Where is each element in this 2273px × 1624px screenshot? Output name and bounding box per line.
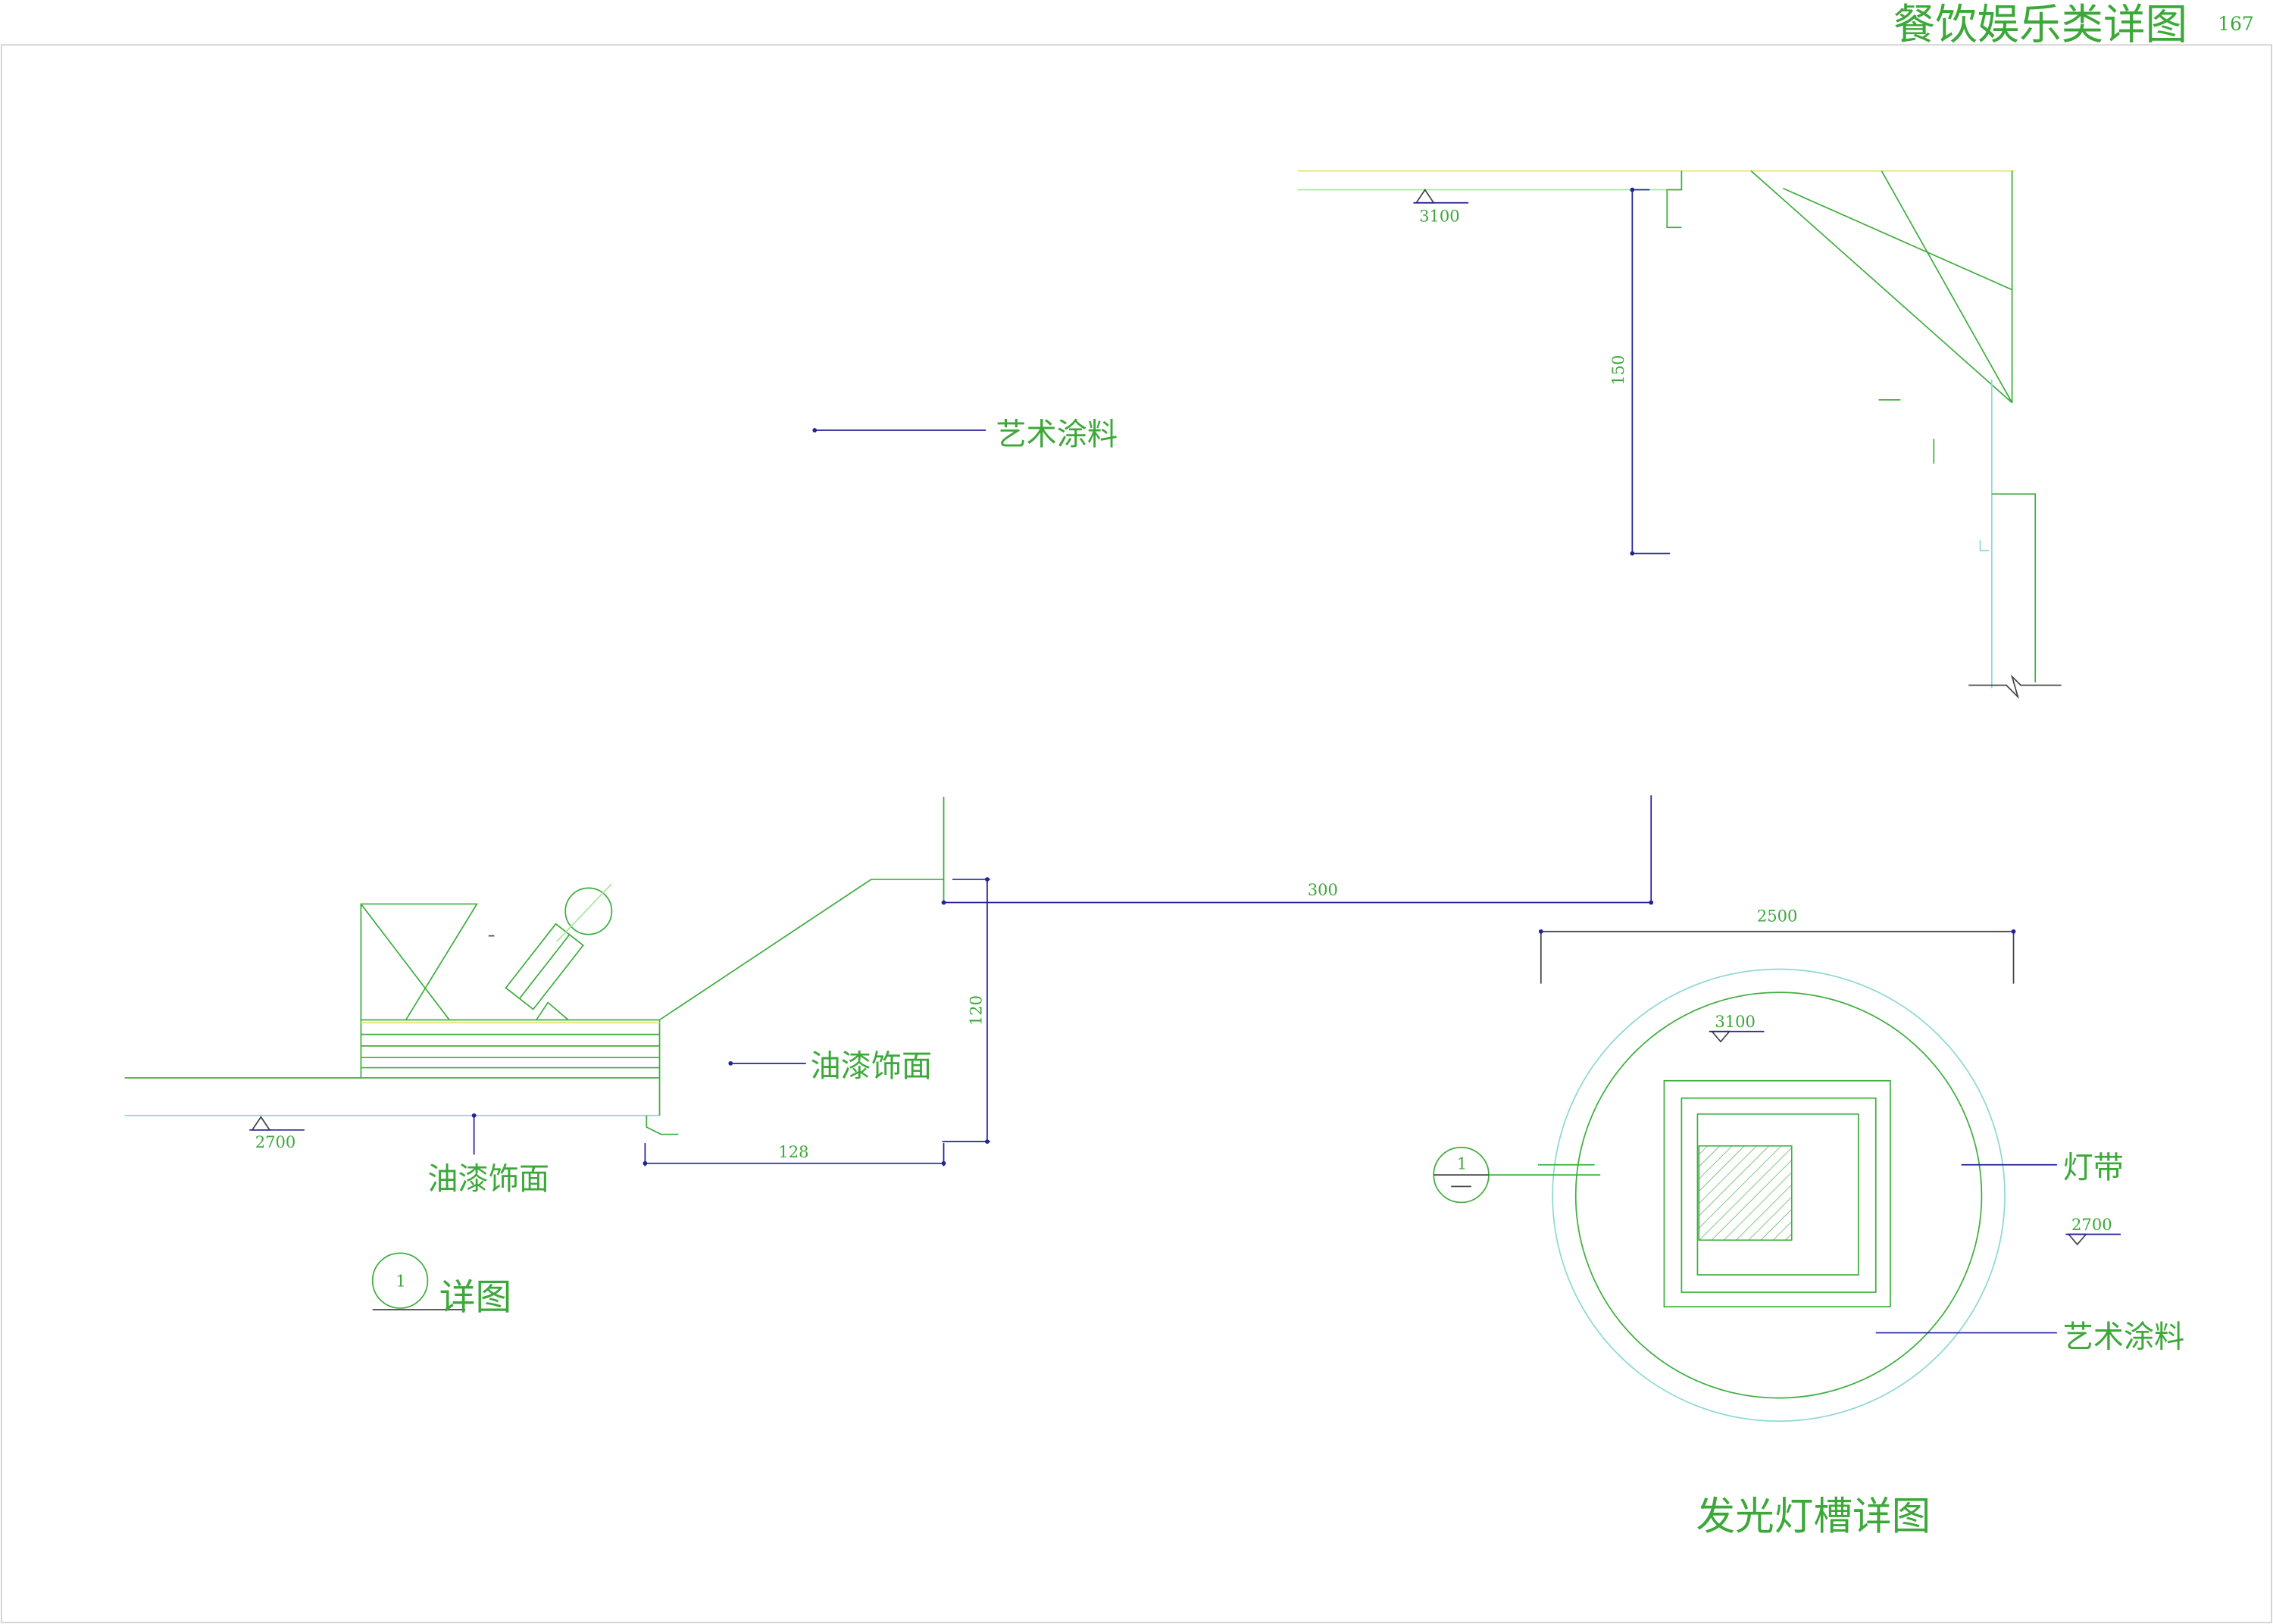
- dimension-128: 128: [643, 1142, 946, 1166]
- sheet-title: 餐饮娱乐类详图: [1893, 2, 2187, 50]
- svg-text:艺术涂料: 艺术涂料: [996, 417, 1118, 452]
- svg-text:艺术涂料: 艺术涂料: [2063, 1320, 2185, 1355]
- svg-text:1: 1: [396, 1271, 405, 1290]
- dimension-300: 300: [941, 795, 1654, 905]
- dimension-2500: 2500: [1538, 906, 2016, 984]
- svg-text:2500: 2500: [1757, 906, 1798, 925]
- detail-caption: 1 详图: [371, 1252, 512, 1319]
- level-marker-3100-plan: 3100: [1709, 1012, 1765, 1043]
- svg-text:油漆饰面: 油漆饰面: [811, 1049, 933, 1084]
- svg-text:2700: 2700: [255, 1132, 296, 1151]
- leader-art-coating-plan: 艺术涂料: [1875, 1320, 2185, 1355]
- light-trough-caption: 发光灯槽详图: [1696, 1494, 1931, 1540]
- leader-light-strip: 灯带: [1961, 1151, 2124, 1185]
- svg-text:150: 150: [1609, 355, 1627, 386]
- level-marker-2700-left: 2700: [249, 1116, 305, 1151]
- svg-text:油漆饰面: 油漆饰面: [427, 1162, 549, 1197]
- svg-text:120: 120: [966, 995, 985, 1026]
- light-trough-plan: [1552, 968, 2006, 1423]
- leader-art-coating-top: 艺术涂料: [812, 417, 1118, 452]
- section-marker: 1: [1433, 1146, 1601, 1204]
- svg-text:300: 300: [1308, 880, 1338, 899]
- dimension-120: 120: [942, 877, 990, 1144]
- svg-text:2700: 2700: [2071, 1215, 2112, 1234]
- level-marker-2700-plan: 2700: [2065, 1215, 2121, 1246]
- svg-text:1: 1: [1457, 1154, 1467, 1173]
- sheet-border: [1, 44, 2272, 1623]
- level-marker-3100: 3100: [1413, 188, 1469, 226]
- svg-text:3100: 3100: [1715, 1012, 1756, 1031]
- svg-text:详图: 详图: [439, 1277, 512, 1319]
- svg-text:灯带: 灯带: [2063, 1151, 2124, 1185]
- ceiling-corner-detail: [1297, 170, 2062, 699]
- svg-text:3100: 3100: [1419, 207, 1460, 226]
- dimension-150: 150: [1609, 187, 1671, 556]
- leader-paint-finish-middle: 油漆饰面: [728, 1049, 932, 1084]
- svg-text:128: 128: [778, 1142, 808, 1161]
- leader-paint-finish-bottom: 油漆饰面: [427, 1113, 549, 1197]
- cornice-section-detail: [124, 796, 945, 1135]
- page-number: 167: [2218, 13, 2253, 35]
